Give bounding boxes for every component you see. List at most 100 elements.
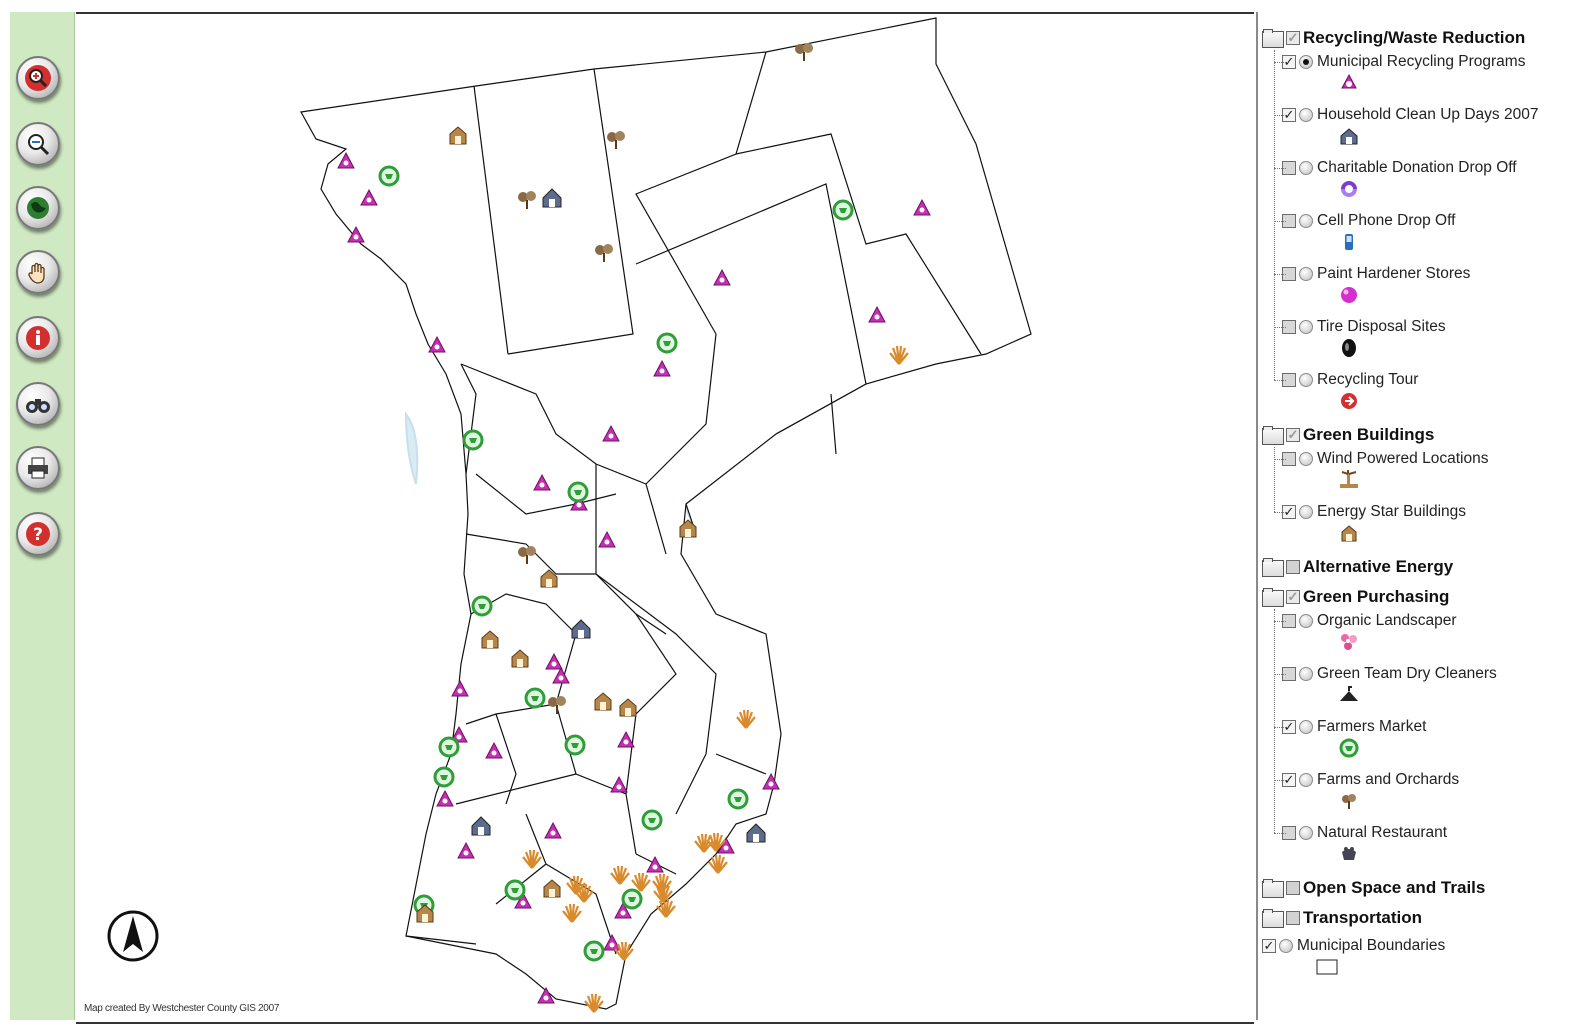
recycle-marker[interactable] — [646, 855, 664, 873]
market-marker[interactable] — [727, 788, 749, 810]
wind-marker[interactable] — [706, 832, 726, 852]
energy-marker[interactable] — [416, 904, 434, 923]
recycle-marker[interactable] — [598, 530, 616, 548]
market-marker[interactable] — [656, 332, 678, 354]
group-checkbox[interactable]: ✓ — [1286, 427, 1300, 442]
recycle-marker[interactable] — [610, 775, 628, 793]
house-marker[interactable] — [542, 188, 562, 208]
wind-marker[interactable] — [889, 345, 909, 365]
tree-marker[interactable] — [548, 696, 566, 714]
market-marker[interactable] — [564, 734, 586, 756]
market-marker[interactable] — [378, 165, 400, 187]
recycle-marker[interactable] — [552, 666, 570, 684]
legend-layer-item[interactable]: Organic Landscaper — [1282, 611, 1457, 631]
active-layer-radio[interactable] — [1279, 939, 1293, 953]
legend-layer-item[interactable]: ✓Municipal Recycling Programs — [1282, 52, 1525, 72]
legend-group-5[interactable]: Transportation — [1262, 906, 1422, 930]
house-marker[interactable] — [571, 619, 591, 639]
market-marker[interactable] — [832, 199, 854, 221]
tree-marker[interactable] — [607, 131, 625, 149]
identify-button[interactable] — [16, 316, 60, 360]
energy-marker[interactable] — [619, 698, 637, 717]
legend-group-3[interactable]: ✓Green Purchasing — [1262, 585, 1449, 609]
legend-group-0[interactable]: ✓Recycling/Waste Reduction — [1262, 26, 1525, 50]
legend-layer-item[interactable]: Wind Powered Locations — [1282, 449, 1488, 469]
recycle-marker[interactable] — [602, 424, 620, 442]
help-button[interactable]: ? — [16, 512, 60, 556]
wind-marker[interactable] — [631, 872, 651, 892]
market-marker[interactable] — [583, 940, 605, 962]
wind-marker[interactable] — [522, 849, 542, 869]
market-marker[interactable] — [462, 429, 484, 451]
active-layer-radio[interactable] — [1299, 108, 1313, 122]
active-layer-radio[interactable] — [1299, 505, 1313, 519]
wind-marker[interactable] — [584, 993, 604, 1013]
energy-marker[interactable] — [449, 126, 467, 145]
house-marker[interactable] — [746, 823, 766, 843]
legend-layer-item[interactable]: Recycling Tour — [1282, 370, 1418, 390]
active-layer-radio[interactable] — [1299, 773, 1313, 787]
folder-icon[interactable] — [1262, 909, 1284, 928]
recycle-marker[interactable] — [762, 772, 780, 790]
recycle-marker[interactable] — [653, 359, 671, 377]
map-markers[interactable] — [337, 43, 931, 1013]
energy-marker[interactable] — [543, 879, 561, 898]
recycle-marker[interactable] — [545, 652, 563, 670]
energy-marker[interactable] — [594, 692, 612, 711]
active-layer-radio[interactable] — [1299, 214, 1313, 228]
market-marker[interactable] — [433, 766, 455, 788]
map-view[interactable]: Map created By Westchester County GIS 20… — [76, 12, 1254, 1024]
recycle-marker[interactable] — [603, 933, 621, 951]
group-checkbox[interactable] — [1286, 881, 1300, 895]
wind-marker[interactable] — [653, 883, 673, 903]
folder-icon[interactable] — [1262, 879, 1284, 898]
legend-layer-item[interactable]: ✓Municipal Boundaries — [1262, 936, 1445, 956]
active-layer-radio[interactable] — [1299, 161, 1313, 175]
recycle-marker[interactable] — [717, 836, 735, 854]
wind-marker[interactable] — [656, 898, 676, 918]
group-checkbox[interactable]: ✓ — [1286, 30, 1300, 45]
market-marker[interactable] — [524, 687, 546, 709]
find-button[interactable] — [16, 382, 60, 426]
market-marker[interactable] — [471, 595, 493, 617]
wind-marker[interactable] — [614, 941, 634, 961]
active-layer-radio[interactable] — [1299, 267, 1313, 281]
recycle-marker[interactable] — [537, 986, 555, 1004]
legend-layer-item[interactable]: Green Team Dry Cleaners — [1282, 664, 1497, 684]
market-marker[interactable] — [504, 879, 526, 901]
wind-marker[interactable] — [736, 709, 756, 729]
legend-layer-item[interactable]: Paint Hardener Stores — [1282, 264, 1470, 284]
recycle-marker[interactable] — [544, 821, 562, 839]
recycle-marker[interactable] — [713, 268, 731, 286]
recycle-marker[interactable] — [428, 335, 446, 353]
legend-group-2[interactable]: Alternative Energy — [1262, 555, 1453, 579]
energy-marker[interactable] — [511, 649, 529, 668]
recycle-marker[interactable] — [360, 188, 378, 206]
group-checkbox[interactable]: ✓ — [1286, 589, 1300, 604]
legend-layer-item[interactable]: ✓Energy Star Buildings — [1282, 502, 1466, 522]
recycle-marker[interactable] — [533, 473, 551, 491]
recycle-marker[interactable] — [450, 725, 468, 743]
recycle-marker[interactable] — [347, 225, 365, 243]
zoom-out-button[interactable] — [16, 122, 60, 166]
recycle-marker[interactable] — [614, 901, 632, 919]
active-layer-radio[interactable] — [1299, 614, 1313, 628]
wind-marker[interactable] — [574, 883, 594, 903]
wind-marker[interactable] — [708, 854, 728, 874]
legend-layer-item[interactable]: Tire Disposal Sites — [1282, 317, 1446, 337]
recycle-marker[interactable] — [485, 741, 503, 759]
active-layer-radio[interactable] — [1299, 720, 1313, 734]
municipal-boundaries[interactable] — [300, 17, 1032, 1010]
active-layer-radio[interactable] — [1299, 826, 1313, 840]
print-button[interactable] — [16, 446, 60, 490]
active-layer-radio[interactable] — [1299, 55, 1313, 69]
zoom-in-button[interactable] — [16, 56, 60, 100]
county-map[interactable] — [76, 14, 1254, 1022]
wind-marker[interactable] — [694, 833, 714, 853]
recycle-marker[interactable] — [570, 493, 588, 511]
folder-icon[interactable] — [1262, 558, 1284, 577]
active-layer-radio[interactable] — [1299, 320, 1313, 334]
active-layer-radio[interactable] — [1299, 667, 1313, 681]
folder-icon[interactable] — [1262, 29, 1284, 48]
energy-marker[interactable] — [481, 630, 499, 649]
